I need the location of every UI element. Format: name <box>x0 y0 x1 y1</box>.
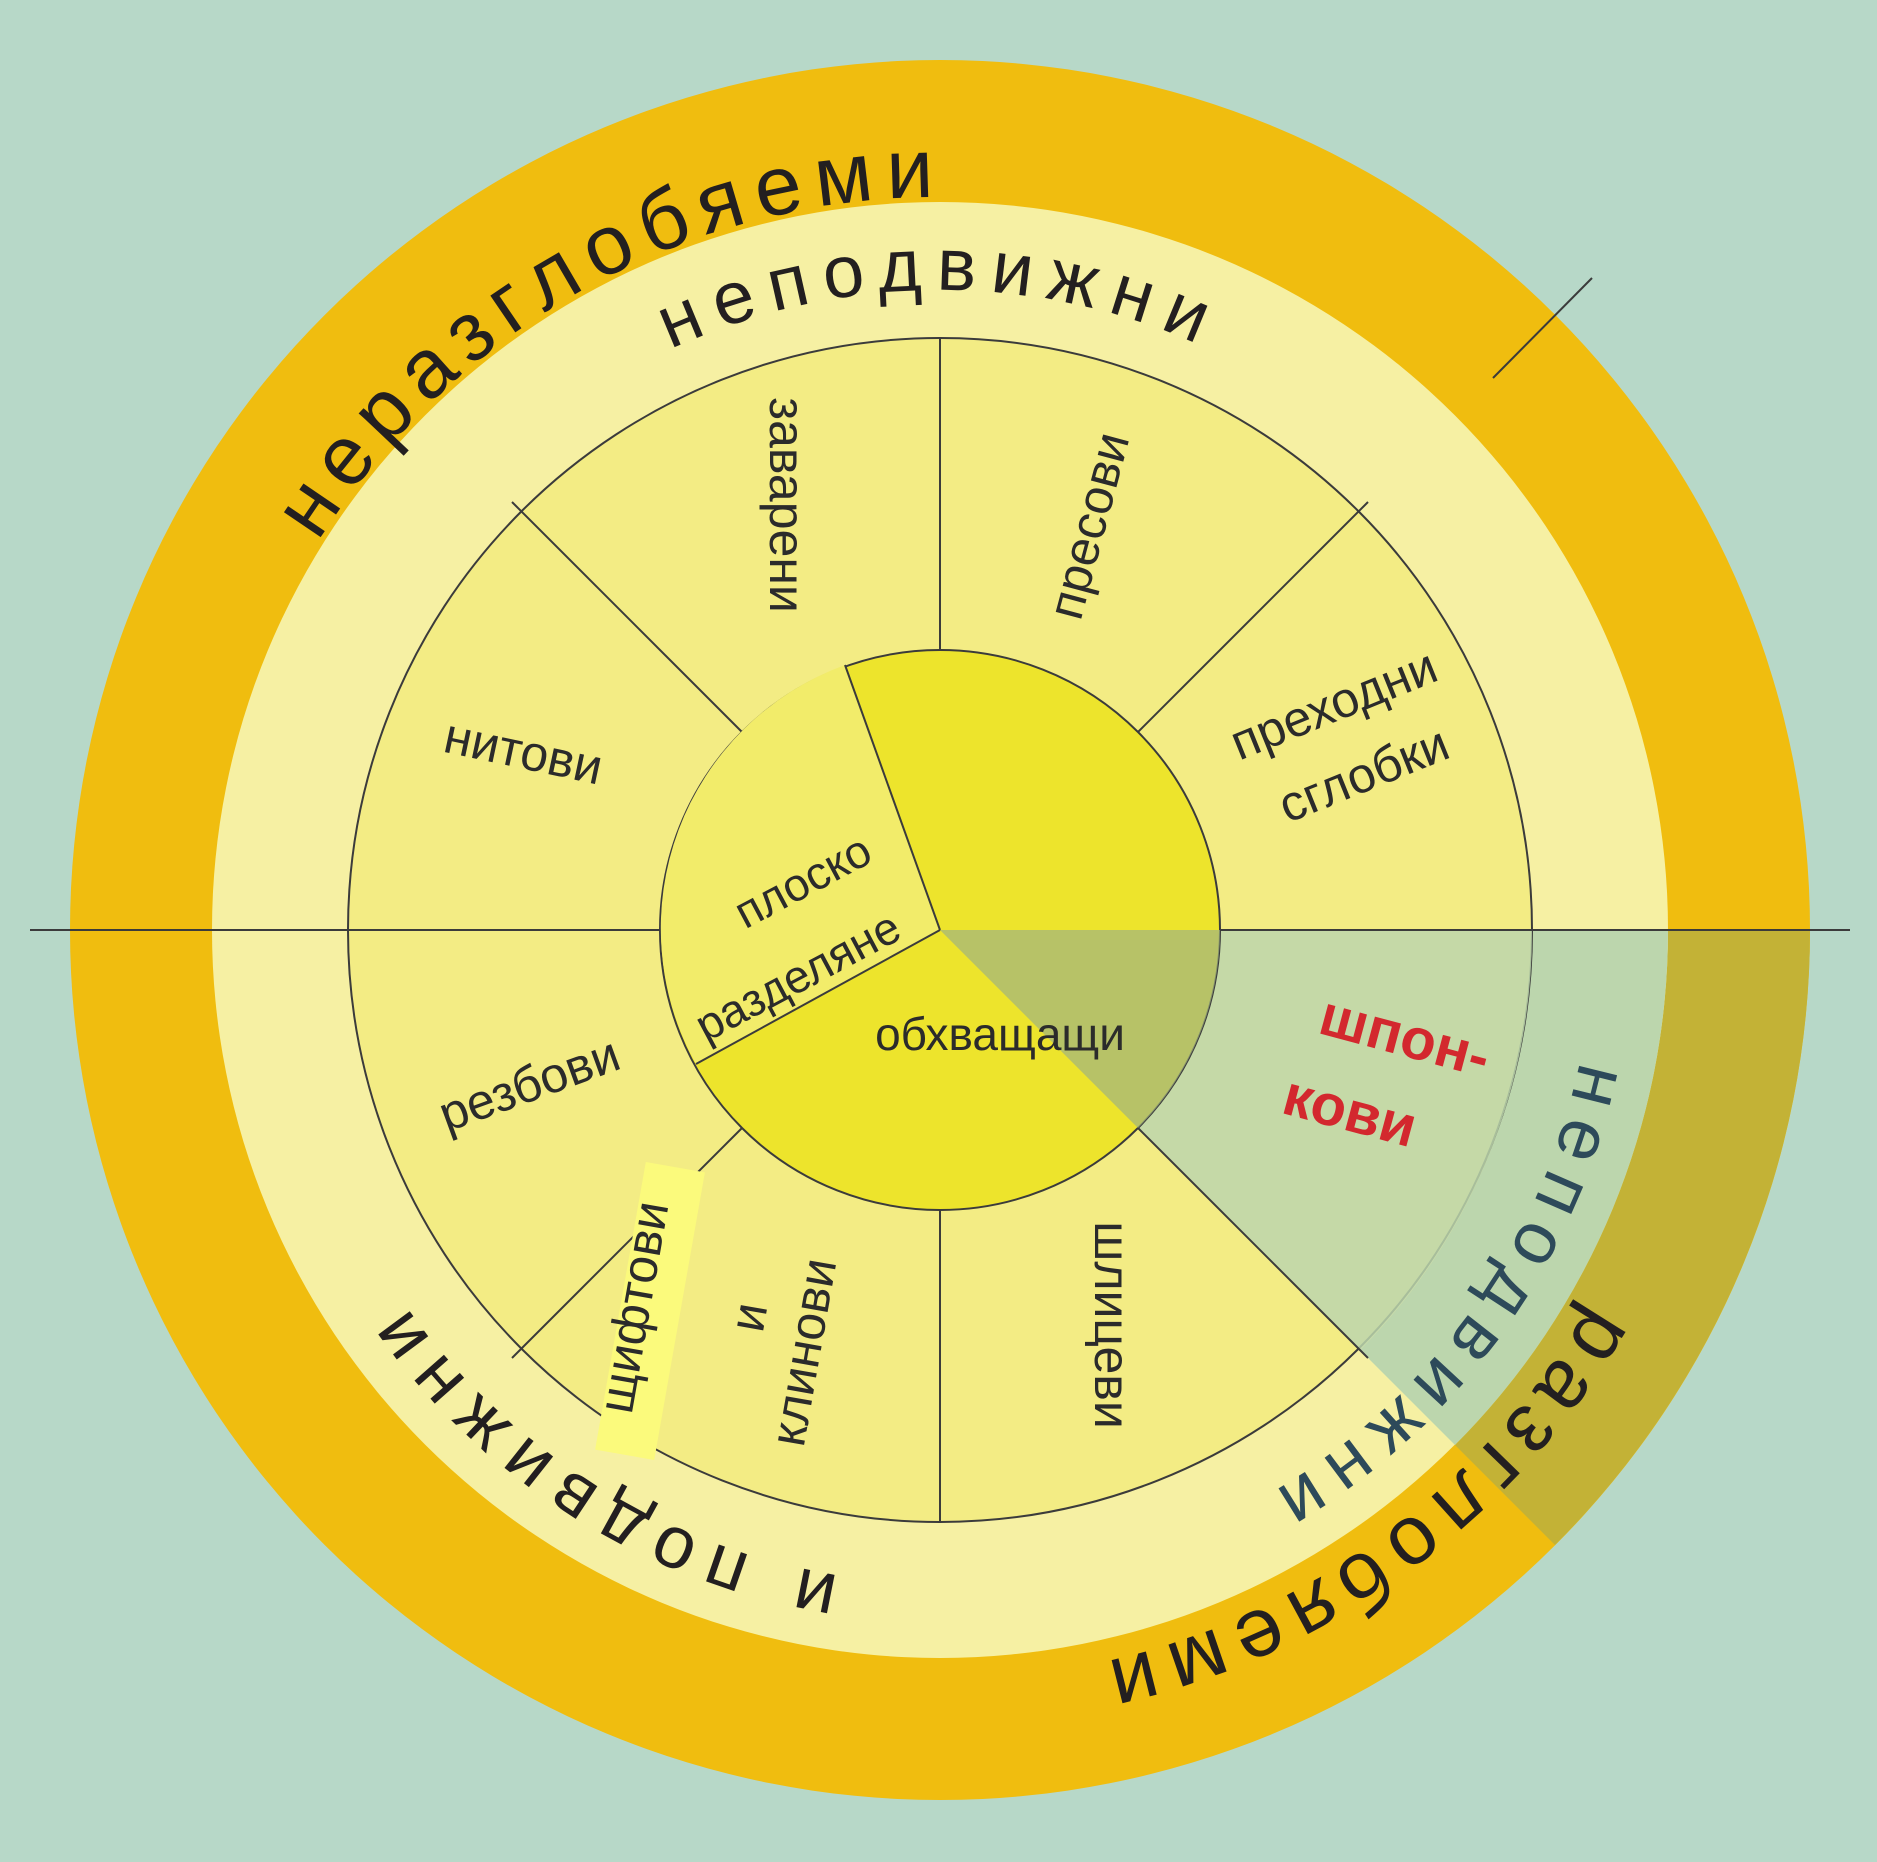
middle-ring-keyed-segment <box>1360 930 1669 1445</box>
welded-label: заварени <box>759 397 815 613</box>
core-dividers <box>695 664 941 1065</box>
splines-label: шлицеви <box>1084 1221 1140 1429</box>
flat-region <box>660 665 940 1064</box>
outer-ring-divider-top-right <box>1492 277 1593 379</box>
sector-dividers <box>348 338 1532 1522</box>
outer-ring-keyed-segment <box>1455 930 1810 1545</box>
core-enclosing-label: обхващащи <box>875 1008 1125 1060</box>
core-keyed-overlay <box>940 930 1220 1128</box>
pins-highlight <box>595 1162 705 1460</box>
